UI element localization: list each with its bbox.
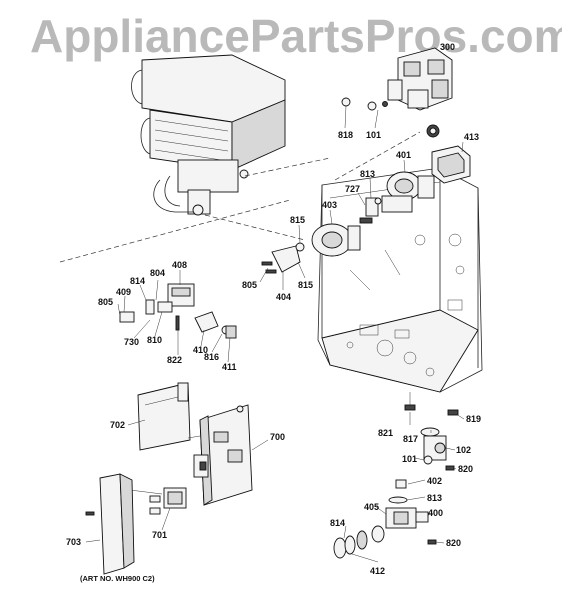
part-727 (359, 197, 382, 224)
part-701 (129, 487, 187, 515)
callout-413: 413 (464, 132, 479, 142)
part-413 (431, 145, 471, 184)
callout-402: 402 (427, 476, 442, 486)
callout-810: 810 (147, 335, 162, 345)
callout-408: 408 (172, 260, 187, 270)
callout-409: 409 (116, 287, 131, 297)
control-board-700 (187, 404, 253, 506)
callout-405: 405 (364, 502, 379, 512)
art-number: (ART NO. WH900 C2) (80, 574, 155, 583)
callout-701: 701 (152, 530, 167, 540)
callout-805-mid: 805 (242, 280, 257, 290)
callout-401: 401 (396, 150, 411, 160)
part-403 (311, 223, 361, 257)
callout-815-bottom: 815 (298, 280, 313, 290)
callout-813-bottom: 813 (427, 493, 442, 503)
callout-820-bottom: 820 (446, 538, 461, 548)
callout-101-top: 101 (366, 130, 381, 140)
callout-102: 102 (456, 445, 471, 455)
callout-101-bottom: 101 (402, 454, 417, 464)
callout-labels: 300 818 101 413 401 813 727 403 815 815 … (66, 42, 481, 576)
heat-exchanger-assembly (131, 54, 286, 216)
callout-400: 400 (428, 508, 443, 518)
part-412 (333, 530, 368, 559)
callout-817: 817 (403, 434, 418, 444)
callout-819: 819 (466, 414, 481, 424)
watermark-text: AppliancePartsPros.com (30, 10, 562, 62)
callout-411: 411 (222, 362, 237, 372)
callout-821: 821 (378, 428, 393, 438)
part-404 (261, 242, 305, 274)
callout-822: 822 (167, 355, 182, 365)
cover-702 (137, 382, 191, 451)
callout-727: 727 (345, 184, 360, 194)
cover-703 (85, 473, 135, 575)
callout-805-left: 805 (98, 297, 113, 307)
part-408 (119, 283, 237, 339)
callout-804: 804 (150, 268, 165, 278)
callout-816: 816 (204, 352, 219, 362)
leader-lines (85, 105, 465, 563)
water-valve-group (371, 392, 459, 545)
callout-702: 702 (110, 420, 125, 430)
callout-818: 818 (338, 130, 353, 140)
gas-valve-300 (341, 47, 453, 138)
callout-404: 404 (276, 292, 291, 302)
callout-300: 300 (440, 42, 455, 52)
callout-820-top: 820 (458, 464, 473, 474)
callout-412: 412 (370, 566, 385, 576)
callout-703: 703 (66, 537, 81, 547)
callout-815-top: 815 (290, 215, 305, 225)
part-401 (381, 171, 435, 213)
callout-814-bottom: 814 (330, 518, 345, 528)
callout-814-left: 814 (130, 276, 145, 286)
callout-410: 410 (193, 345, 208, 355)
callout-403: 403 (322, 200, 337, 210)
callout-730: 730 (124, 337, 139, 347)
callout-700: 700 (270, 432, 285, 442)
callout-813-top: 813 (360, 169, 375, 179)
